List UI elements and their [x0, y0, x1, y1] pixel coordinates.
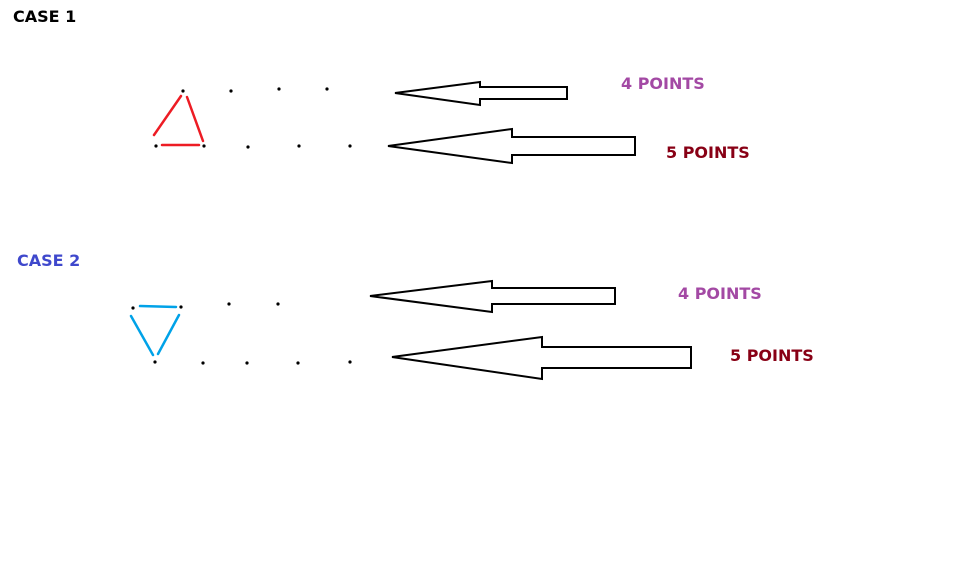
- case2-triangle-left-edge: [129, 314, 155, 357]
- case1-row1-dot-1: [181, 89, 185, 93]
- case2-triangle-top-edge: [138, 304, 178, 309]
- case2-row1-arrow: [369, 279, 616, 314]
- case2-row2-dot-1: [153, 360, 157, 364]
- case2-row2-dots: [153, 360, 352, 365]
- case2-row1-dots: [131, 302, 280, 310]
- case1-row2-dot-3: [246, 145, 250, 149]
- case1-row2-dot-4: [297, 144, 301, 148]
- case2-triangle: [129, 304, 181, 357]
- case1-row2-dot-1: [154, 144, 158, 148]
- case2-row1-dot-2: [179, 305, 183, 309]
- case2-row2-arrow: [391, 335, 692, 381]
- case1-triangle-left-edge: [152, 94, 183, 137]
- case1-row2-arrow: [387, 127, 636, 165]
- case2-triangle-right-edge: [156, 313, 181, 356]
- case1-row1-dot-3: [277, 87, 281, 91]
- case1-row1-arrow: [394, 80, 568, 107]
- case2-title: CASE 2: [17, 251, 81, 270]
- case1-triangle-right-edge: [185, 95, 205, 143]
- case2-row2-dot-4: [296, 361, 300, 365]
- case1-row2-label: 5 POINTS: [666, 143, 750, 162]
- case2-row2-dot-5: [348, 360, 352, 364]
- case2-row1-dot-1: [131, 306, 135, 310]
- case2-row1-dot-4: [276, 302, 280, 306]
- case2-row2-label: 5 POINTS: [730, 346, 814, 365]
- case1-row2-dot-2: [202, 144, 206, 148]
- case1-title: CASE 1: [13, 7, 77, 26]
- case2-row2-dot-3: [245, 361, 249, 365]
- case1-row1-label: 4 POINTS: [621, 74, 705, 93]
- case1-triangle: [152, 94, 205, 147]
- case1-row2-dots: [154, 144, 352, 149]
- case1-row1-dot-2: [229, 89, 233, 93]
- case1-row1-dots: [181, 87, 329, 93]
- case2-row2-dot-2: [201, 361, 205, 365]
- case1-row2-dot-5: [348, 144, 352, 148]
- case1-row1-dot-4: [325, 87, 329, 91]
- case2-row1-dot-3: [227, 302, 231, 306]
- case2-row1-label: 4 POINTS: [678, 284, 762, 303]
